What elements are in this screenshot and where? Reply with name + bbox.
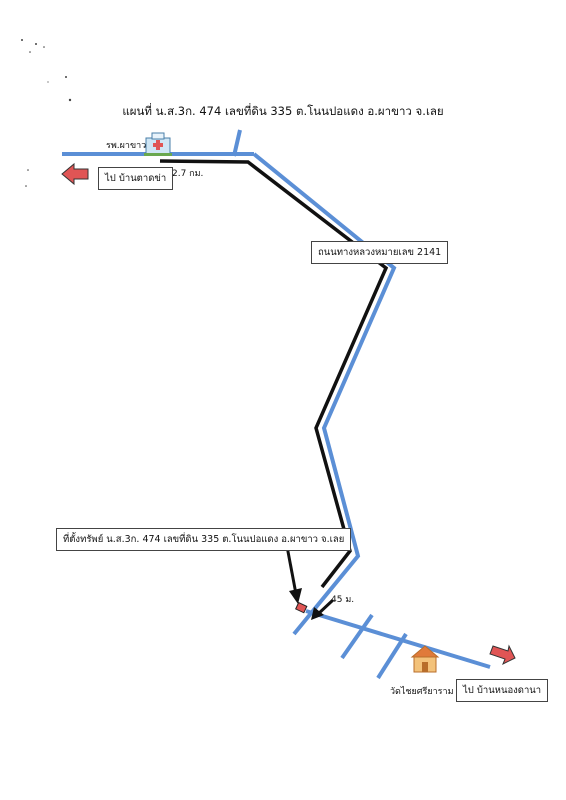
road-branch-1: [340, 613, 374, 660]
highway-label-box: ถนนทางหลวงหมายเลข 2141: [311, 241, 449, 264]
distance-label: 2.7 กม.: [172, 169, 204, 179]
scan-marks: [21, 39, 72, 187]
highway-2141: [252, 152, 397, 636]
temple-icon: [410, 645, 440, 673]
property-label-box: ที่ตั้งทรัพย์ น.ส.3ก. 474 เลขที่ดิน 335 …: [56, 528, 352, 551]
right-direction-arrow: [489, 644, 516, 666]
map-title: แผนที่ น.ส.3ก. 474 เลขที่ดิน 335 ต.โนนปอ…: [122, 104, 444, 118]
right-direction-box: ไป บ้านหนองดานา: [456, 679, 549, 702]
property-marker: [295, 601, 308, 614]
side-distance-label: 45 ม.: [331, 595, 355, 605]
road-branch-2: [376, 632, 408, 680]
left-direction-box: ไป บ้านตาดข่า: [98, 167, 174, 190]
left-direction-arrow: [61, 162, 89, 186]
hospital-icon: [144, 132, 172, 156]
road-east: [305, 609, 491, 669]
route: [159, 159, 389, 589]
hospital-label: รพ.ผาขาว: [106, 141, 147, 151]
temple-label: วัดไชยศรียาราม: [390, 687, 454, 697]
route-line: [159, 159, 389, 589]
roads: [62, 129, 491, 680]
road-north-stub: [232, 129, 242, 157]
